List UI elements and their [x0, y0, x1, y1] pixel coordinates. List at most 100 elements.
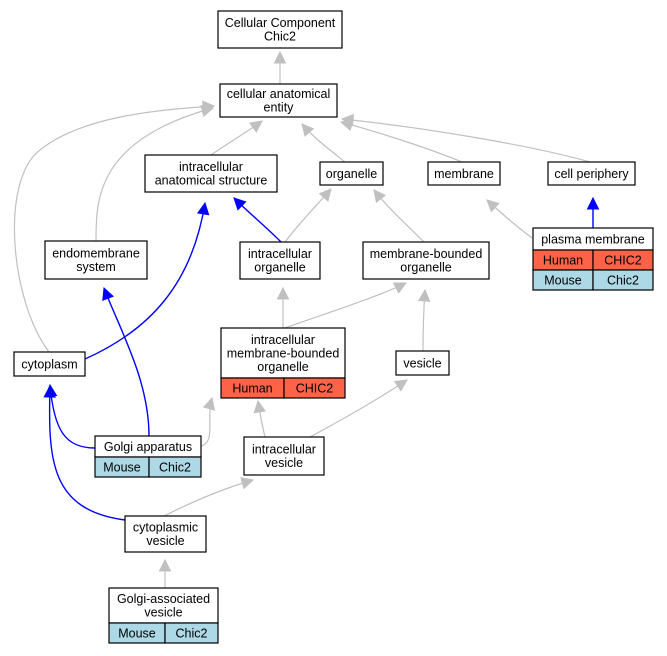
annotation-row-human: Human CHIC2 — [532, 249, 654, 271]
edge-cellular-anatomical-entity-to-cellular-component-arrowhead — [273, 50, 287, 64]
node-box — [220, 327, 346, 379]
edge-golgi-apparatus-to-cytoplasm-line — [49, 384, 96, 449]
edge-cytoplasm-to-intracellular-anatomical-structure-line — [84, 202, 206, 360]
edge-intracellular-membrane-bounded-organelle-to-intracellular-organelle-arrowhead — [276, 286, 290, 300]
species-label: Human — [232, 381, 272, 395]
edge-cellular-anatomical-entity-to-cellular-component — [273, 50, 287, 84]
edge-membrane-to-cellular-anatomical-entity-line — [340, 121, 463, 163]
node-box — [362, 241, 490, 280]
edge-vesicle-to-membrane-bounded-organelle — [417, 288, 431, 352]
node-cell-periphery[interactable]: cell periphery — [547, 161, 636, 186]
node-label-line: cell periphery — [554, 167, 629, 181]
node-label-line: vesicle — [146, 534, 184, 548]
edge-intracellular-membrane-bounded-organelle-to-intracellular-organelle — [276, 286, 290, 329]
gene-label: Chic2 — [176, 626, 208, 640]
edge-cytoplasm-to-cellular-anatomical-entity-arrowhead — [202, 100, 216, 114]
edge-vesicle-to-membrane-bounded-organelle-arrowhead — [417, 288, 431, 302]
species-label: Mouse — [544, 273, 582, 287]
node-label-line: entity — [264, 101, 295, 115]
edge-intracellular-membrane-bounded-organelle-to-membrane-bounded-organelle-arrowhead — [392, 282, 408, 294]
node-label-line: Chic2 — [264, 30, 296, 44]
edge-cytoplasmic-vesicle-to-intracellular-vesicle-line — [163, 479, 254, 517]
gene-cell — [164, 622, 219, 644]
node-label-line: organelle — [257, 360, 308, 374]
gene-label: Chic2 — [159, 460, 191, 474]
species-label: Mouse — [118, 626, 156, 640]
node-box — [217, 10, 343, 49]
edge-intracellular-vesicle-to-vesicle — [309, 379, 408, 438]
edge-intracellular-membrane-bounded-organelle-to-membrane-bounded-organelle-line — [284, 282, 407, 329]
node-cytoplasm[interactable]: cytoplasm — [13, 351, 86, 377]
edge-golgi-apparatus-to-intracellular-membrane-bounded-organelle — [200, 396, 216, 447]
node-label-line: vesicle — [265, 456, 303, 470]
edge-golgi-apparatus-to-endomembrane-system-line — [103, 287, 150, 437]
node-vesicle[interactable]: vesicle — [395, 350, 450, 376]
edge-intracellular-organelle-to-organelle — [284, 188, 332, 243]
node-label-line: membrane-bounded — [370, 247, 483, 261]
edge-golgi-apparatus-to-endomembrane-system — [102, 286, 150, 437]
node-box — [13, 351, 86, 377]
node-label-line: cellular anatomical — [227, 87, 331, 101]
node-label-line: organelle — [326, 167, 377, 181]
gene-label: CHIC2 — [604, 253, 642, 267]
node-box — [547, 161, 636, 186]
edge-intracellular-vesicle-to-intracellular-membrane-bounded-organelle-arrowhead — [253, 399, 266, 414]
edge-plasma-membrane-to-membrane-arrowhead — [486, 199, 500, 213]
edge-intracellular-vesicle-to-intracellular-membrane-bounded-organelle — [253, 399, 266, 438]
node-label-line: membrane — [434, 167, 494, 181]
node-label-line: intracellular — [179, 160, 243, 174]
edge-golgi-apparatus-to-endomembrane-system-arrowhead — [102, 286, 114, 301]
node-box — [124, 515, 207, 553]
species-label: Human — [543, 253, 583, 267]
node-label-line: organelle — [400, 261, 451, 275]
node-label-line: intracellular — [251, 333, 315, 347]
node-box — [144, 154, 278, 193]
node-membrane[interactable]: membrane — [427, 161, 501, 186]
edge-cytoplasm-to-intracellular-anatomical-structure — [84, 201, 210, 360]
node-box — [239, 241, 321, 280]
edge-intracellular-anatomical-structure-to-cellular-anatomical-entity-arrowhead — [248, 120, 263, 133]
node-label-line: anatomical structure — [155, 174, 268, 188]
node-label-line: cytoplasmic — [133, 521, 198, 535]
node-organelle[interactable]: organelle — [319, 161, 384, 186]
edge-cytoplasmic-vesicle-to-cytoplasm-line — [48, 385, 126, 521]
edge-golgi-associated-vesicle-to-cytoplasmic-vesicle — [158, 558, 172, 588]
node-box — [395, 350, 450, 376]
node-box — [427, 161, 501, 186]
gene-cell — [283, 377, 346, 399]
node-label-line: vesicle — [403, 356, 441, 370]
edge-cell-periphery-to-cellular-anatomical-entity-arrowhead — [340, 113, 355, 127]
node-label-line: system — [76, 260, 116, 274]
edge-intracellular-organelle-to-intracellular-anatomical-structure — [233, 197, 282, 243]
edge-cytoplasm-to-intracellular-anatomical-structure-arrowhead — [196, 201, 210, 216]
species-label: Mouse — [103, 460, 141, 474]
node-label-line: Golgi apparatus — [104, 440, 192, 454]
node-label-line: Cellular Component — [225, 16, 336, 30]
edge-golgi-apparatus-to-intracellular-membrane-bounded-organelle-arrowhead — [202, 396, 216, 411]
edge-plasma-membrane-to-membrane — [486, 199, 533, 239]
edge-cell-periphery-to-cellular-anatomical-entity-line — [341, 118, 591, 163]
edge-organelle-to-cellular-anatomical-entity-arrowhead — [301, 123, 315, 137]
edge-cell-periphery-to-cellular-anatomical-entity — [340, 113, 591, 163]
node-label-line: membrane-bounded — [227, 346, 340, 360]
node-label-line: endomembrane — [52, 247, 140, 261]
node-box — [219, 83, 338, 118]
edge-intracellular-vesicle-to-vesicle-arrowhead — [393, 379, 408, 392]
node-intracellular-membrane-bounded-organelle[interactable]: intracellularmembrane-boundedorganelleHu… — [220, 327, 346, 399]
node-label-line: plasma membrane — [541, 232, 645, 246]
